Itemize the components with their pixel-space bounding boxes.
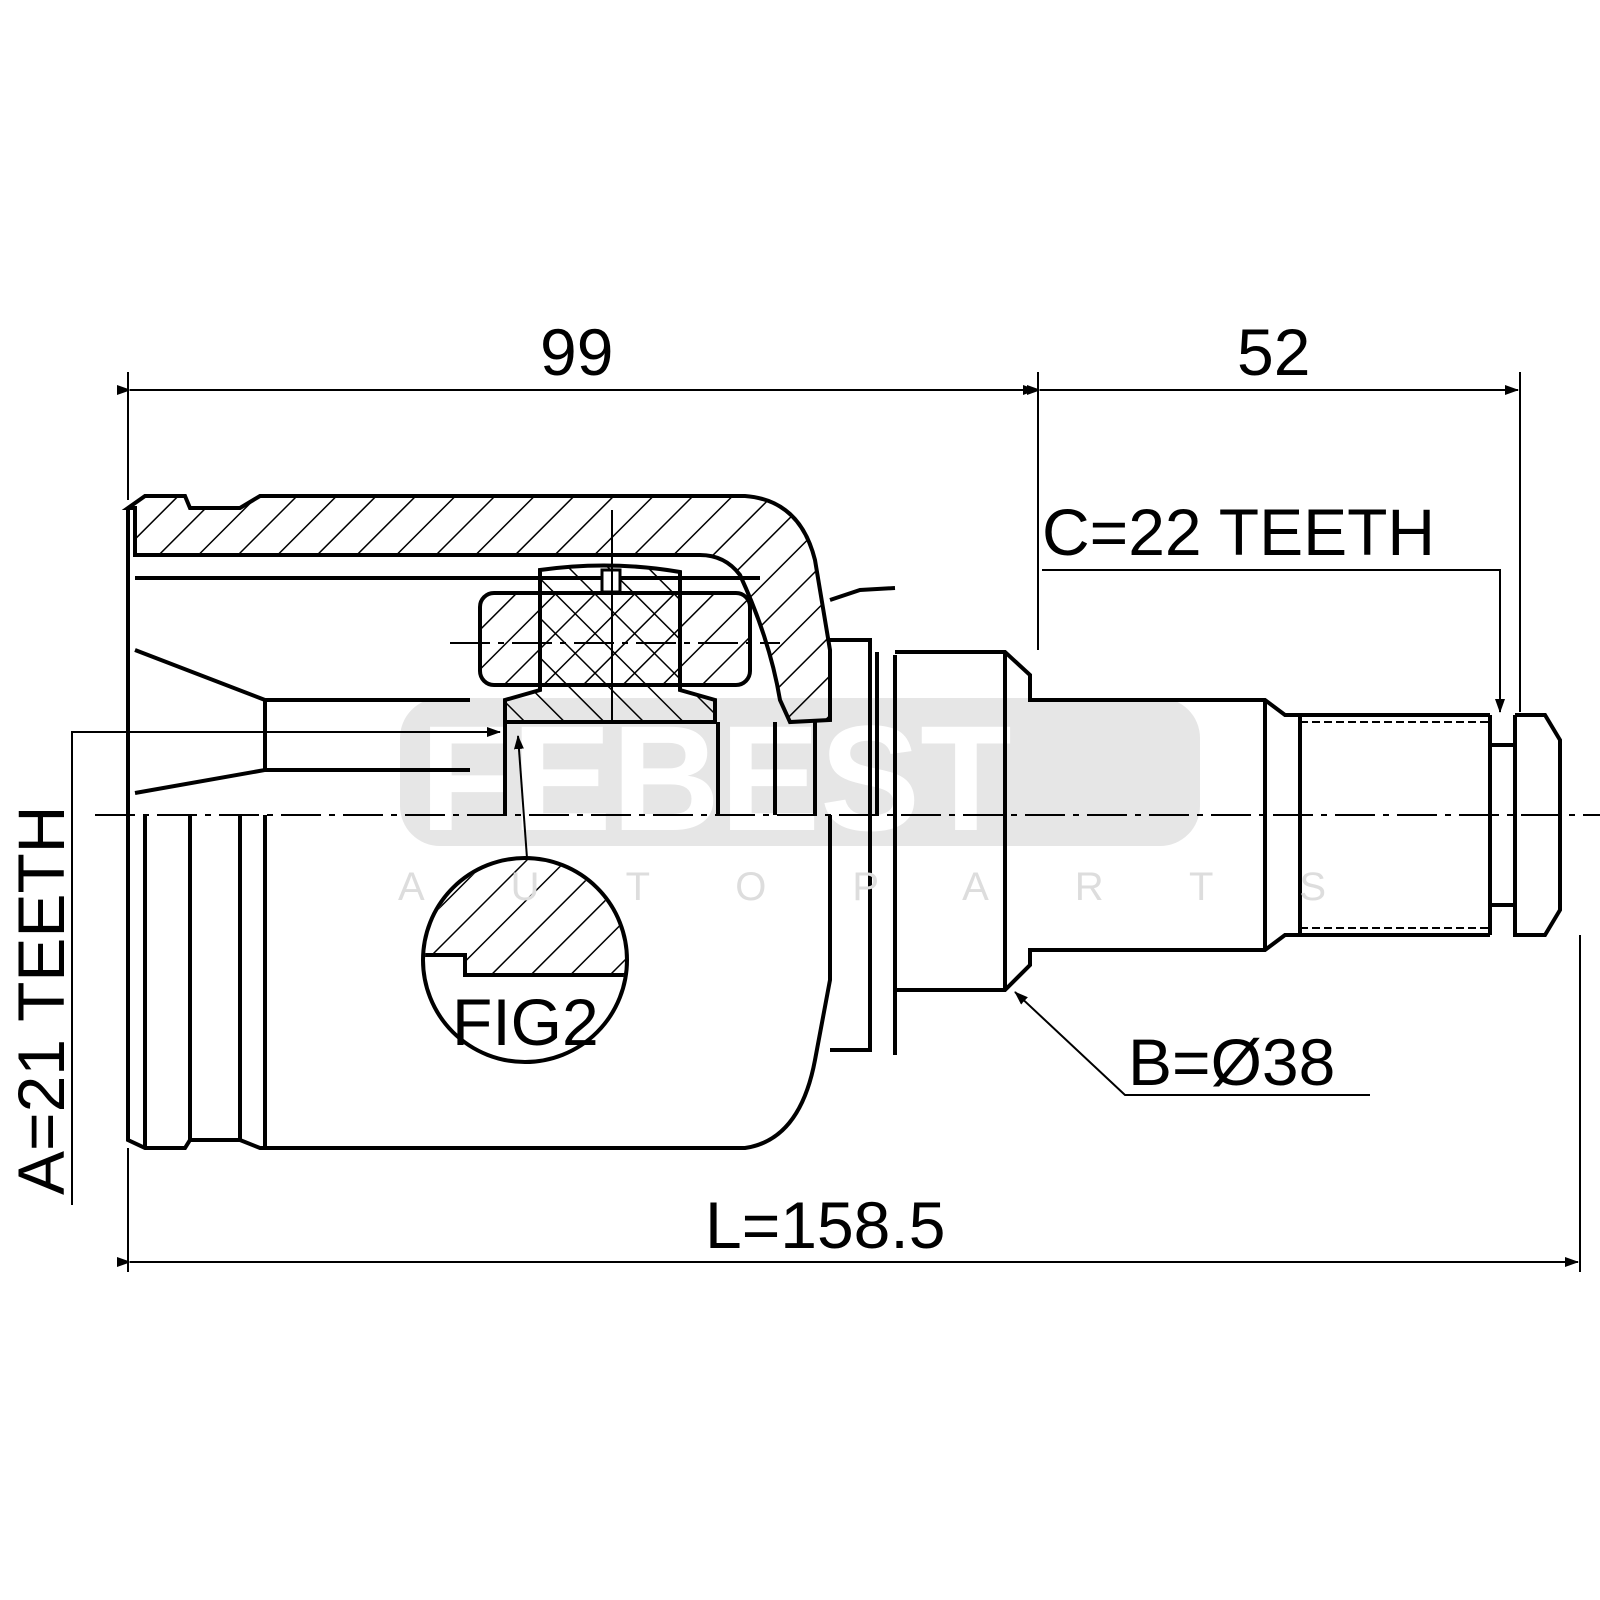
inner-spline-label: A=21 TEETH [4,806,78,1195]
fig2-label: FIG2 [452,985,599,1059]
inner-spline-leader [71,727,501,1205]
boot-clip [829,586,896,602]
outer-spline-label: C=22 TEETH [1042,495,1435,569]
seal-diameter-label: B=Ø38 [1128,1025,1335,1099]
outer-spline-leader [1042,569,1505,713]
fig2-detail: FIG2 [421,735,629,1064]
watermark: FEBEST [400,694,1200,862]
housing-cone [134,648,267,795]
circlip-groove [1488,715,1517,935]
shaft-end [1513,713,1562,937]
shaft-top [895,650,1490,717]
housing-outline [126,508,832,1150]
dim-shaft-length: 52 [1237,315,1310,389]
dim-housing-length: 99 [540,315,613,389]
seal-diameter-leader [1014,991,1370,1096]
dim-total-length: L=158.5 [705,1188,945,1262]
shaft-bottom [895,933,1490,992]
housing-section [121,494,832,725]
flange [830,638,872,1052]
watermark-subtitle: AUTOPARTS [398,865,1412,909]
